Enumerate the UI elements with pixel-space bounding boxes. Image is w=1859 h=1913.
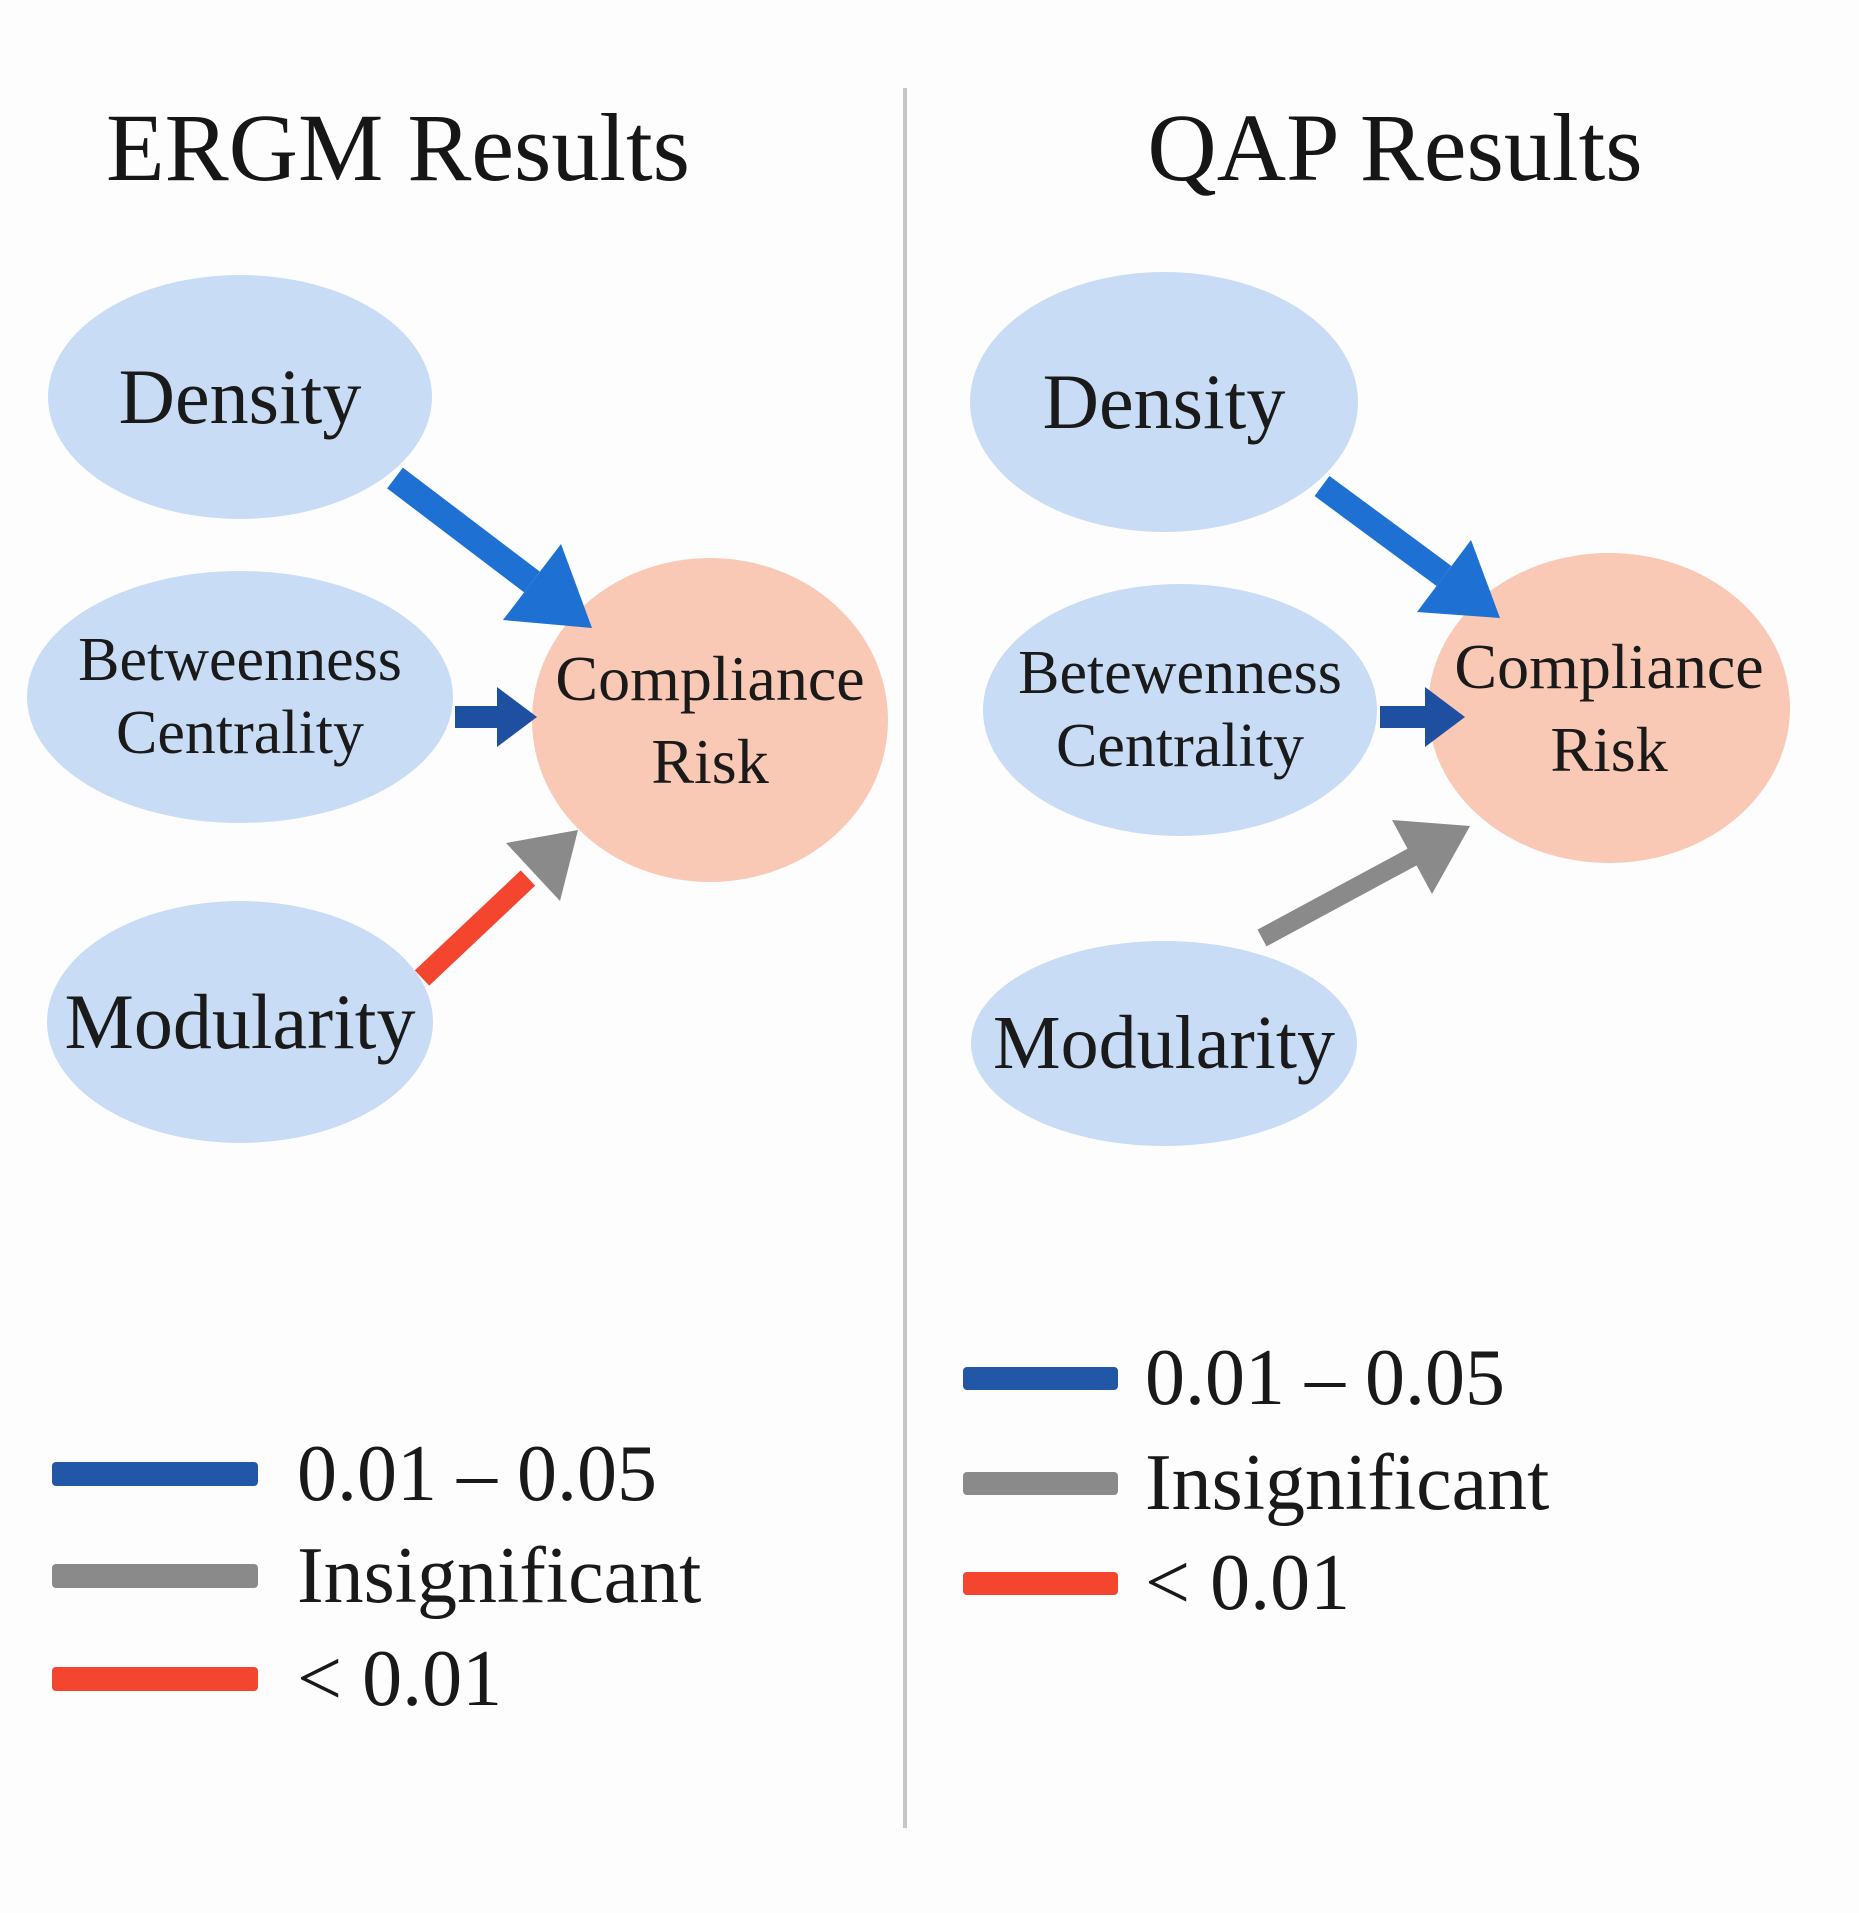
- ergm-arrow-betweenness-to-compliance: [455, 687, 537, 747]
- ergm-arrow-modularity-to-compliance: [414, 830, 578, 986]
- qap-node-density: Density: [970, 272, 1358, 532]
- ergm-legend-red-line: [52, 1667, 258, 1691]
- ergm-node-compliance-risk: Compliance Risk: [532, 558, 888, 882]
- qap-compliance-label-line2: Risk: [1550, 714, 1668, 785]
- ergm-legend-row-significant-high: < 0.01: [52, 1634, 502, 1724]
- qap-node-compliance-risk: Compliance Risk: [1428, 553, 1790, 863]
- qap-compliance-label-line1: Compliance: [1454, 630, 1764, 702]
- qap-title: QAP Results: [1147, 94, 1643, 201]
- qap-legend-row-significant-high: < 0.01: [963, 1538, 1350, 1628]
- qap-legend-red-line: [963, 1571, 1118, 1595]
- ergm-legend-blue-line: [52, 1462, 258, 1486]
- ergm-legend-gray-line: [52, 1564, 258, 1588]
- ergm-legend-row-significant-mid: 0.01 – 0.05: [52, 1429, 657, 1519]
- ergm-legend-row-insignificant: Insignificant: [52, 1531, 701, 1621]
- qap-legend-blue-label: 0.01 – 0.05: [1145, 1333, 1505, 1422]
- qap-legend-gray-label: Insignificant: [1145, 1438, 1550, 1527]
- qap-legend-gray-line: [963, 1471, 1118, 1495]
- qap-legend-blue-line: [963, 1366, 1118, 1390]
- qap-legend-red-label: < 0.01: [1145, 1538, 1351, 1627]
- ergm-betweenness-label-line2: Centrality: [116, 699, 364, 767]
- qap-arrow-density-to-compliance: [1314, 475, 1500, 618]
- qap-legend-row-insignificant: Insignificant: [963, 1438, 1549, 1528]
- qap-density-label: Density: [1042, 357, 1286, 445]
- ergm-title: ERGM Results: [105, 94, 691, 201]
- ergm-betweenness-label-line1: Betweenness: [78, 625, 402, 694]
- ergm-compliance-label-line1: Compliance: [555, 642, 865, 714]
- panel-divider: [903, 88, 907, 1828]
- qap-legend-row-significant-mid: 0.01 – 0.05: [963, 1333, 1505, 1423]
- qap-betweenness-label-line2: Centrality: [1056, 712, 1304, 780]
- qap-node-betweenness-centrality: Betewenness Centrality: [983, 584, 1377, 836]
- qap-node-modularity: Modularity: [971, 941, 1357, 1146]
- ergm-density-label: Density: [118, 352, 362, 440]
- ergm-node-modularity: Modularity: [47, 901, 433, 1143]
- ergm-legend-blue-label: 0.01 – 0.05: [297, 1429, 657, 1518]
- ergm-legend-gray-label: Insignificant: [297, 1531, 702, 1620]
- ergm-node-betweenness-centrality: Betweenness Centrality: [27, 571, 453, 823]
- ergm-node-density: Density: [48, 275, 432, 519]
- qap-betweenness-label-line1: Betewenness: [1018, 638, 1342, 707]
- ergm-compliance-label-line2: Risk: [651, 726, 769, 797]
- qap-modularity-label: Modularity: [993, 1000, 1335, 1085]
- ergm-legend-red-label: < 0.01: [297, 1634, 503, 1723]
- ergm-modularity-label: Modularity: [64, 977, 416, 1065]
- ergm-arrow-density-to-compliance: [387, 467, 592, 628]
- qap-arrow-modularity-to-compliance: [1257, 820, 1470, 947]
